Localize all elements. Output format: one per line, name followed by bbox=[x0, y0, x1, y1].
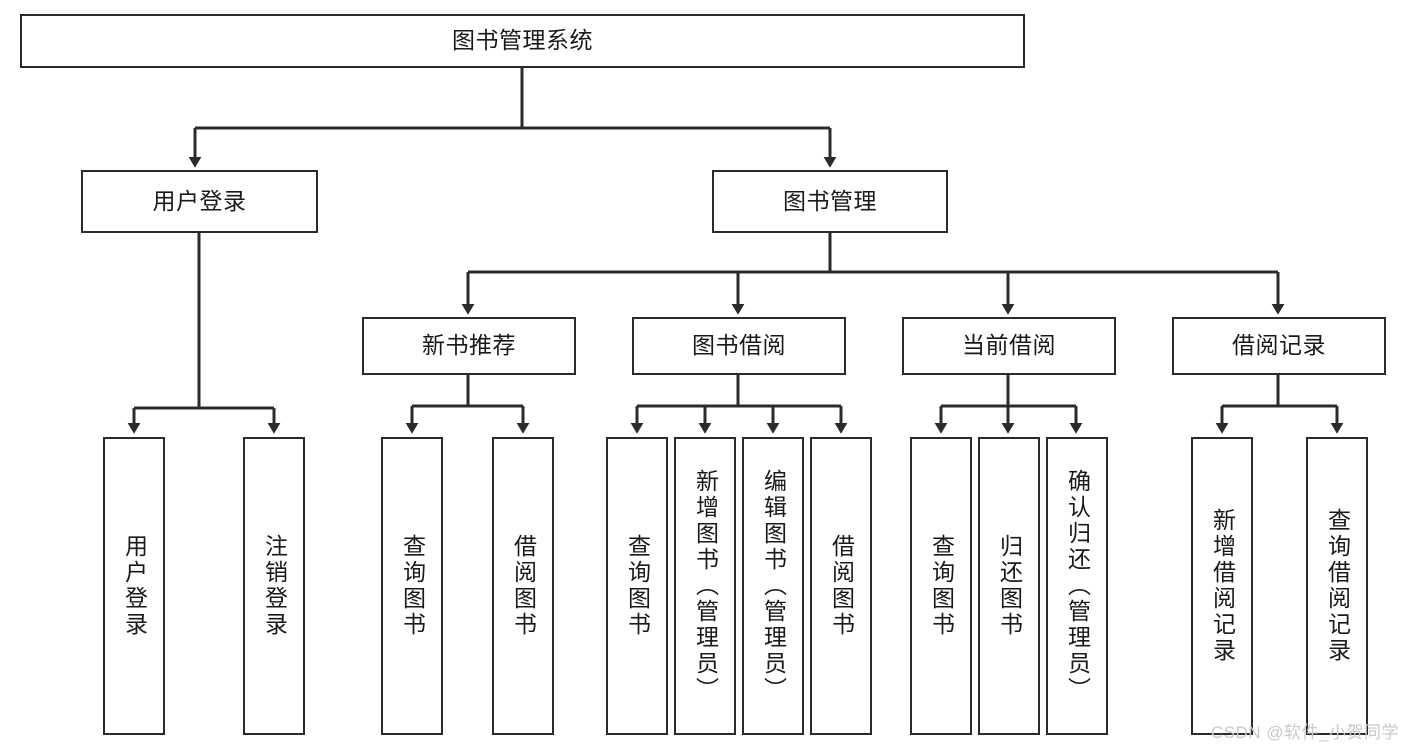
leaf-current-borrow-1-label: 查询图书 bbox=[928, 534, 955, 638]
leaf-user-login-1[interactable]: 用户登录 bbox=[103, 437, 165, 735]
leaf-new-book-2-label: 借阅图书 bbox=[510, 534, 537, 638]
node-borrow-record-label: 借阅记录 bbox=[1232, 332, 1326, 359]
node-root-label: 图书管理系统 bbox=[452, 27, 593, 54]
node-new-book-recommend[interactable]: 新书推荐 bbox=[362, 317, 576, 375]
leaf-current-borrow-2[interactable]: 归还图书 bbox=[978, 437, 1040, 735]
leaf-borrow-record-2[interactable]: 查询借阅记录 bbox=[1306, 437, 1368, 735]
leaf-book-borrow-4-label: 借阅图书 bbox=[828, 534, 855, 638]
leaf-user-login-2-label: 注销登录 bbox=[261, 534, 288, 638]
leaf-user-login-2[interactable]: 注销登录 bbox=[243, 437, 305, 735]
node-current-borrow[interactable]: 当前借阅 bbox=[902, 317, 1116, 375]
leaf-borrow-record-1[interactable]: 新增借阅记录 bbox=[1191, 437, 1253, 735]
leaf-book-borrow-1[interactable]: 查询图书 bbox=[606, 437, 668, 735]
node-book-manage-label: 图书管理 bbox=[783, 187, 877, 214]
node-borrow-record[interactable]: 借阅记录 bbox=[1172, 317, 1386, 375]
leaf-user-login-1-label: 用户登录 bbox=[121, 534, 148, 638]
node-user-login-label: 用户登录 bbox=[152, 187, 247, 214]
leaf-current-borrow-3-label: 确认归还（管理员） bbox=[1064, 469, 1091, 703]
leaf-borrow-record-2-label: 查询借阅记录 bbox=[1324, 508, 1351, 664]
leaf-borrow-record-1-label: 新增借阅记录 bbox=[1209, 508, 1236, 664]
leaf-new-book-1[interactable]: 查询图书 bbox=[381, 437, 443, 735]
node-book-borrow[interactable]: 图书借阅 bbox=[632, 317, 846, 375]
node-book-manage[interactable]: 图书管理 bbox=[712, 170, 948, 233]
node-book-borrow-label: 图书借阅 bbox=[692, 332, 786, 359]
leaf-book-borrow-3[interactable]: 编辑图书（管理员） bbox=[742, 437, 804, 735]
leaf-book-borrow-2-label: 新增图书（管理员） bbox=[692, 469, 719, 703]
node-new-book-recommend-label: 新书推荐 bbox=[422, 332, 516, 359]
leaf-book-borrow-1-label: 查询图书 bbox=[624, 534, 651, 638]
leaf-new-book-2[interactable]: 借阅图书 bbox=[492, 437, 554, 735]
leaf-current-borrow-1[interactable]: 查询图书 bbox=[910, 437, 972, 735]
leaf-current-borrow-2-label: 归还图书 bbox=[996, 534, 1023, 638]
leaf-current-borrow-3[interactable]: 确认归还（管理员） bbox=[1046, 437, 1108, 735]
leaf-book-borrow-2[interactable]: 新增图书（管理员） bbox=[674, 437, 736, 735]
node-user-login[interactable]: 用户登录 bbox=[81, 170, 318, 233]
leaf-new-book-1-label: 查询图书 bbox=[399, 534, 426, 638]
node-root[interactable]: 图书管理系统 bbox=[20, 14, 1025, 68]
node-current-borrow-label: 当前借阅 bbox=[962, 332, 1056, 359]
leaf-book-borrow-4[interactable]: 借阅图书 bbox=[810, 437, 872, 735]
leaf-book-borrow-3-label: 编辑图书（管理员） bbox=[760, 469, 787, 703]
